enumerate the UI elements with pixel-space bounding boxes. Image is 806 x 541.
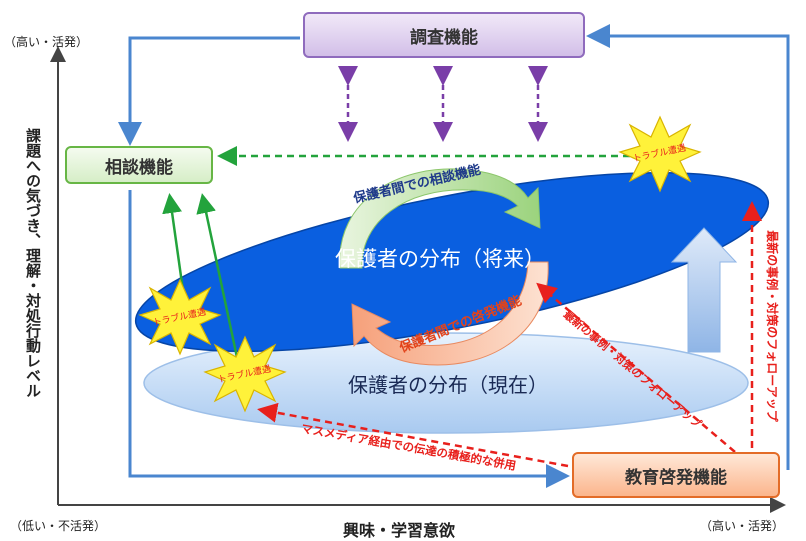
x-axis-left-label: （低い・不活発） bbox=[10, 519, 107, 533]
trouble-burst-2 bbox=[138, 278, 222, 356]
consult-function-label: 相談機能 bbox=[105, 157, 173, 178]
education-function-box: 教育啓発機能 bbox=[572, 452, 780, 498]
y-axis-label: 課題への気づき、理解・対処行動レベル bbox=[24, 128, 42, 398]
future-distribution-ellipse bbox=[134, 171, 770, 353]
followup-label: 最新の事例・対策のフォローアップ bbox=[765, 230, 780, 423]
consult-to-edu-arrow bbox=[128, 190, 570, 488]
survey-function-label: 調査機能 bbox=[410, 27, 478, 48]
edu-to-survey-arrow bbox=[586, 24, 790, 470]
survey-to-consult-arrow bbox=[118, 36, 300, 146]
current-distribution-ellipse bbox=[143, 332, 749, 434]
trouble-burst-3 bbox=[203, 335, 287, 413]
trouble-burst-1 bbox=[618, 115, 702, 193]
trouble-to-consult-arrow-2 bbox=[196, 193, 240, 363]
consult-function-box: 相談機能 bbox=[65, 146, 213, 184]
upward-shift-arrow bbox=[670, 227, 738, 353]
cycle-consult-arrow bbox=[339, 168, 541, 269]
x-axis-label: 興味・学習意欲 bbox=[343, 521, 456, 540]
education-function-label: 教育啓発機能 bbox=[625, 467, 727, 488]
cycle-edu-arrow bbox=[351, 261, 549, 366]
latest-cases-dashed-arrow bbox=[536, 282, 736, 453]
survey-function-box: 調査機能 bbox=[303, 12, 585, 58]
y-axis-top-label: （高い・活発） bbox=[4, 35, 89, 49]
current-distribution-label: 保護者の分布（現在） bbox=[348, 373, 548, 397]
future-distribution-label: 保護者の分布（将来） bbox=[335, 247, 545, 271]
x-axis-right-label: （高い・活発） bbox=[700, 519, 785, 533]
mass-media-dashed-arrow bbox=[257, 402, 569, 468]
